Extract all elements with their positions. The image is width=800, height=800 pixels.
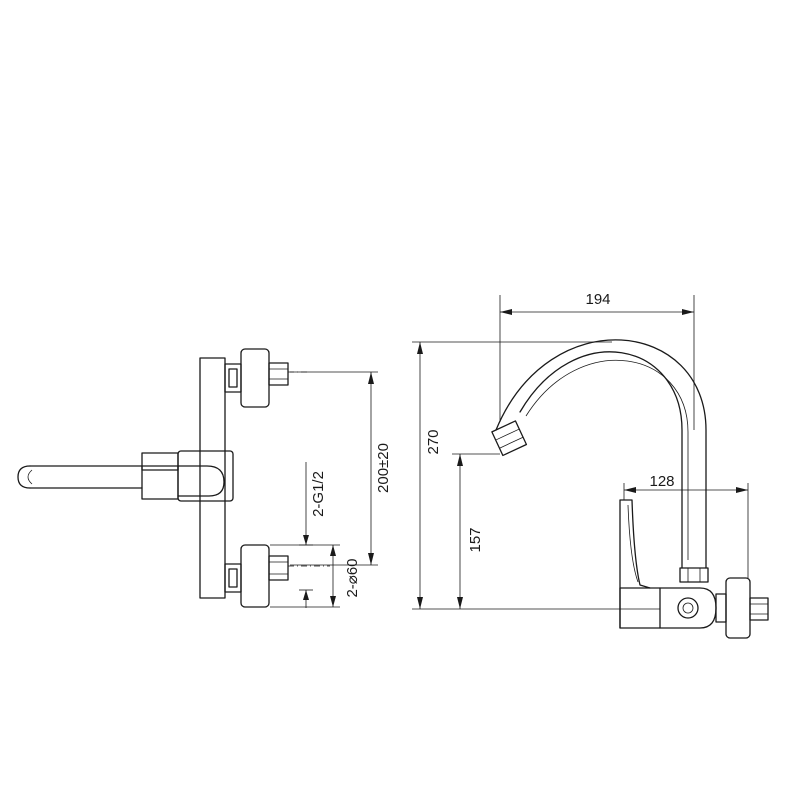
front-spout: [17, 465, 143, 489]
side-dimensions: [412, 295, 749, 610]
lever-handle: [619, 499, 651, 629]
upper-connector: [224, 348, 289, 408]
dim-label-157: 157: [467, 527, 484, 552]
front-body-pipe: [199, 357, 226, 599]
wall-connector: [715, 577, 769, 639]
dim-label-thread: 2-G1/2: [310, 471, 327, 517]
side-view: [491, 339, 769, 639]
valve-body: [619, 587, 717, 629]
dim-label-194: 194: [585, 291, 610, 308]
gooseneck-spout: [495, 339, 707, 569]
spout-nut: [679, 567, 709, 583]
dim-label-270: 270: [425, 429, 442, 454]
dim-label-diameter: 2-⌀60: [344, 558, 361, 597]
dim-label-200-20: 200±20: [375, 443, 392, 493]
lower-connector: [224, 544, 289, 608]
front-view: [17, 348, 330, 608]
center-body: [141, 450, 234, 502]
dim-label-128: 128: [649, 473, 674, 490]
aerator: [491, 420, 528, 457]
front-dimensions: [270, 371, 378, 608]
